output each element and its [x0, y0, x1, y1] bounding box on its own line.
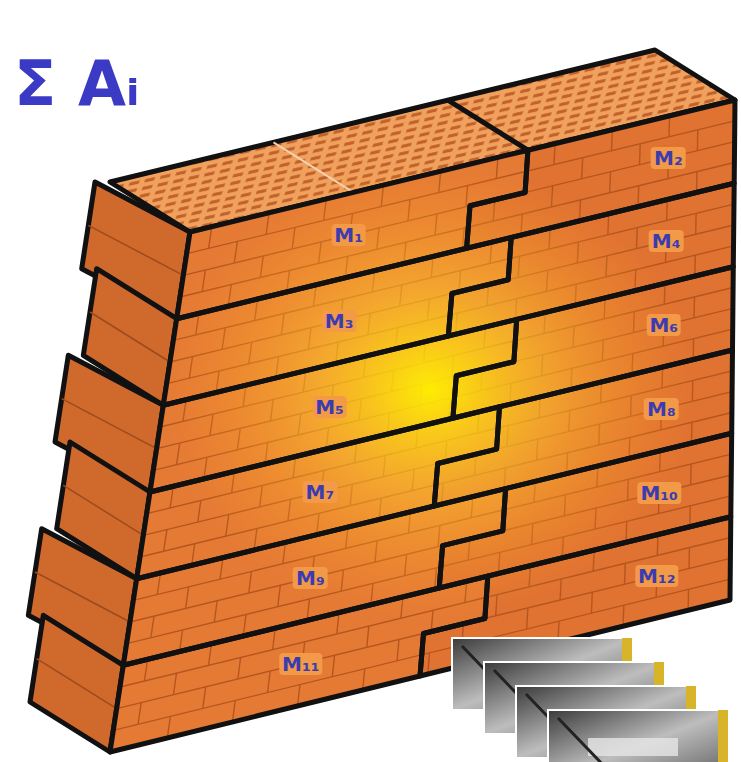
segment-outline	[448, 183, 734, 336]
mortar-joint	[637, 186, 639, 207]
mortar-joint	[298, 685, 300, 706]
mortar-joint	[144, 659, 147, 681]
mortar-joint	[268, 671, 271, 692]
mortar-joint	[278, 585, 281, 606]
mortar-joint	[694, 255, 696, 276]
mortar-line	[37, 659, 117, 709]
segment-label: M₅	[312, 396, 347, 418]
mortar-joint	[582, 158, 583, 179]
mortar-joint	[696, 172, 698, 193]
mortar-joint	[307, 599, 309, 620]
mortar-joint	[622, 605, 624, 626]
segment-outline	[177, 150, 528, 319]
photo	[548, 710, 728, 762]
mortar-joint	[238, 657, 241, 679]
mortar-joint	[151, 616, 154, 638]
mortar-joint	[666, 200, 668, 221]
brick-joint	[448, 100, 528, 150]
mortar-joint	[591, 592, 593, 613]
segment-label: M₈	[644, 398, 679, 420]
mortar-joint	[697, 130, 699, 151]
segment-outline	[110, 576, 488, 752]
mortar-joint	[397, 640, 399, 661]
mortar-joint	[657, 535, 659, 556]
segment-outline	[434, 350, 732, 506]
sum-heading: Σ Aᵢ	[14, 50, 140, 118]
mortar-joint	[337, 613, 339, 634]
segment-label: M₁₂	[635, 565, 678, 587]
segment-label: M₄	[649, 230, 684, 252]
mortar-joint	[209, 644, 212, 666]
mortar-joint	[668, 116, 670, 137]
wall-front	[110, 100, 735, 752]
segment-label: M₂	[651, 147, 686, 169]
segment-label: M₇	[303, 481, 338, 503]
mortar-line	[35, 572, 130, 622]
mortar-joint	[186, 587, 189, 609]
segment-outline	[123, 489, 505, 666]
mortar-joint	[249, 571, 252, 593]
mortar-joint	[273, 628, 276, 649]
mortar-joint	[609, 172, 611, 193]
segment-label: M₃	[322, 310, 357, 332]
mortar-joint	[690, 464, 692, 485]
mortar-joint	[624, 563, 626, 584]
segment-outline	[150, 319, 517, 492]
mortar-joint	[687, 589, 689, 610]
mortar-joint	[209, 227, 212, 249]
mortar-joint	[192, 544, 195, 566]
segment-label: M₁	[331, 224, 366, 246]
photo-stack	[452, 638, 728, 762]
mortar-joint	[203, 687, 206, 709]
segment-label: M₁₀	[637, 482, 680, 504]
wall-end-face	[30, 615, 123, 752]
photo-frame	[548, 710, 728, 762]
mortar-joint	[367, 626, 369, 647]
segment-outline	[467, 100, 735, 248]
mortar-joint	[693, 297, 695, 318]
mortar-joint	[220, 558, 223, 580]
mortar-joint	[214, 601, 217, 623]
segment-label: M₆	[646, 314, 681, 336]
mortar-joint	[428, 653, 430, 674]
mortar-line	[90, 312, 170, 362]
mortar-line	[62, 399, 157, 449]
photo-stripe	[718, 710, 728, 762]
mortar-joint	[639, 144, 641, 165]
mortar-joint	[170, 486, 173, 508]
segment-label: M₉	[293, 567, 328, 589]
mortar-line	[63, 485, 143, 535]
segment-outline	[453, 267, 733, 419]
photo-detail	[558, 718, 608, 762]
segment-outline	[439, 433, 732, 588]
mortar-joint	[232, 700, 235, 722]
mortar-joint	[689, 506, 691, 527]
segment-label: M₁₁	[279, 653, 322, 675]
mortar-joint	[554, 144, 555, 165]
mortar-joint	[688, 548, 690, 569]
segment-outline	[137, 407, 500, 579]
mortar-joint	[164, 530, 167, 552]
segment-outlines	[110, 100, 735, 752]
mortar-joint	[611, 130, 613, 151]
mortar-joint	[363, 669, 365, 690]
photo-detail	[588, 738, 678, 756]
mortar-joint	[138, 703, 141, 725]
segment-outline	[163, 238, 511, 406]
mortar-joint	[167, 716, 170, 738]
mortar-line	[88, 225, 183, 275]
mortar-joint	[695, 213, 697, 234]
mortar-joint	[332, 655, 334, 676]
mortar-joint	[527, 608, 528, 629]
mortar-joint	[173, 673, 176, 695]
mortar-joint	[243, 614, 246, 636]
